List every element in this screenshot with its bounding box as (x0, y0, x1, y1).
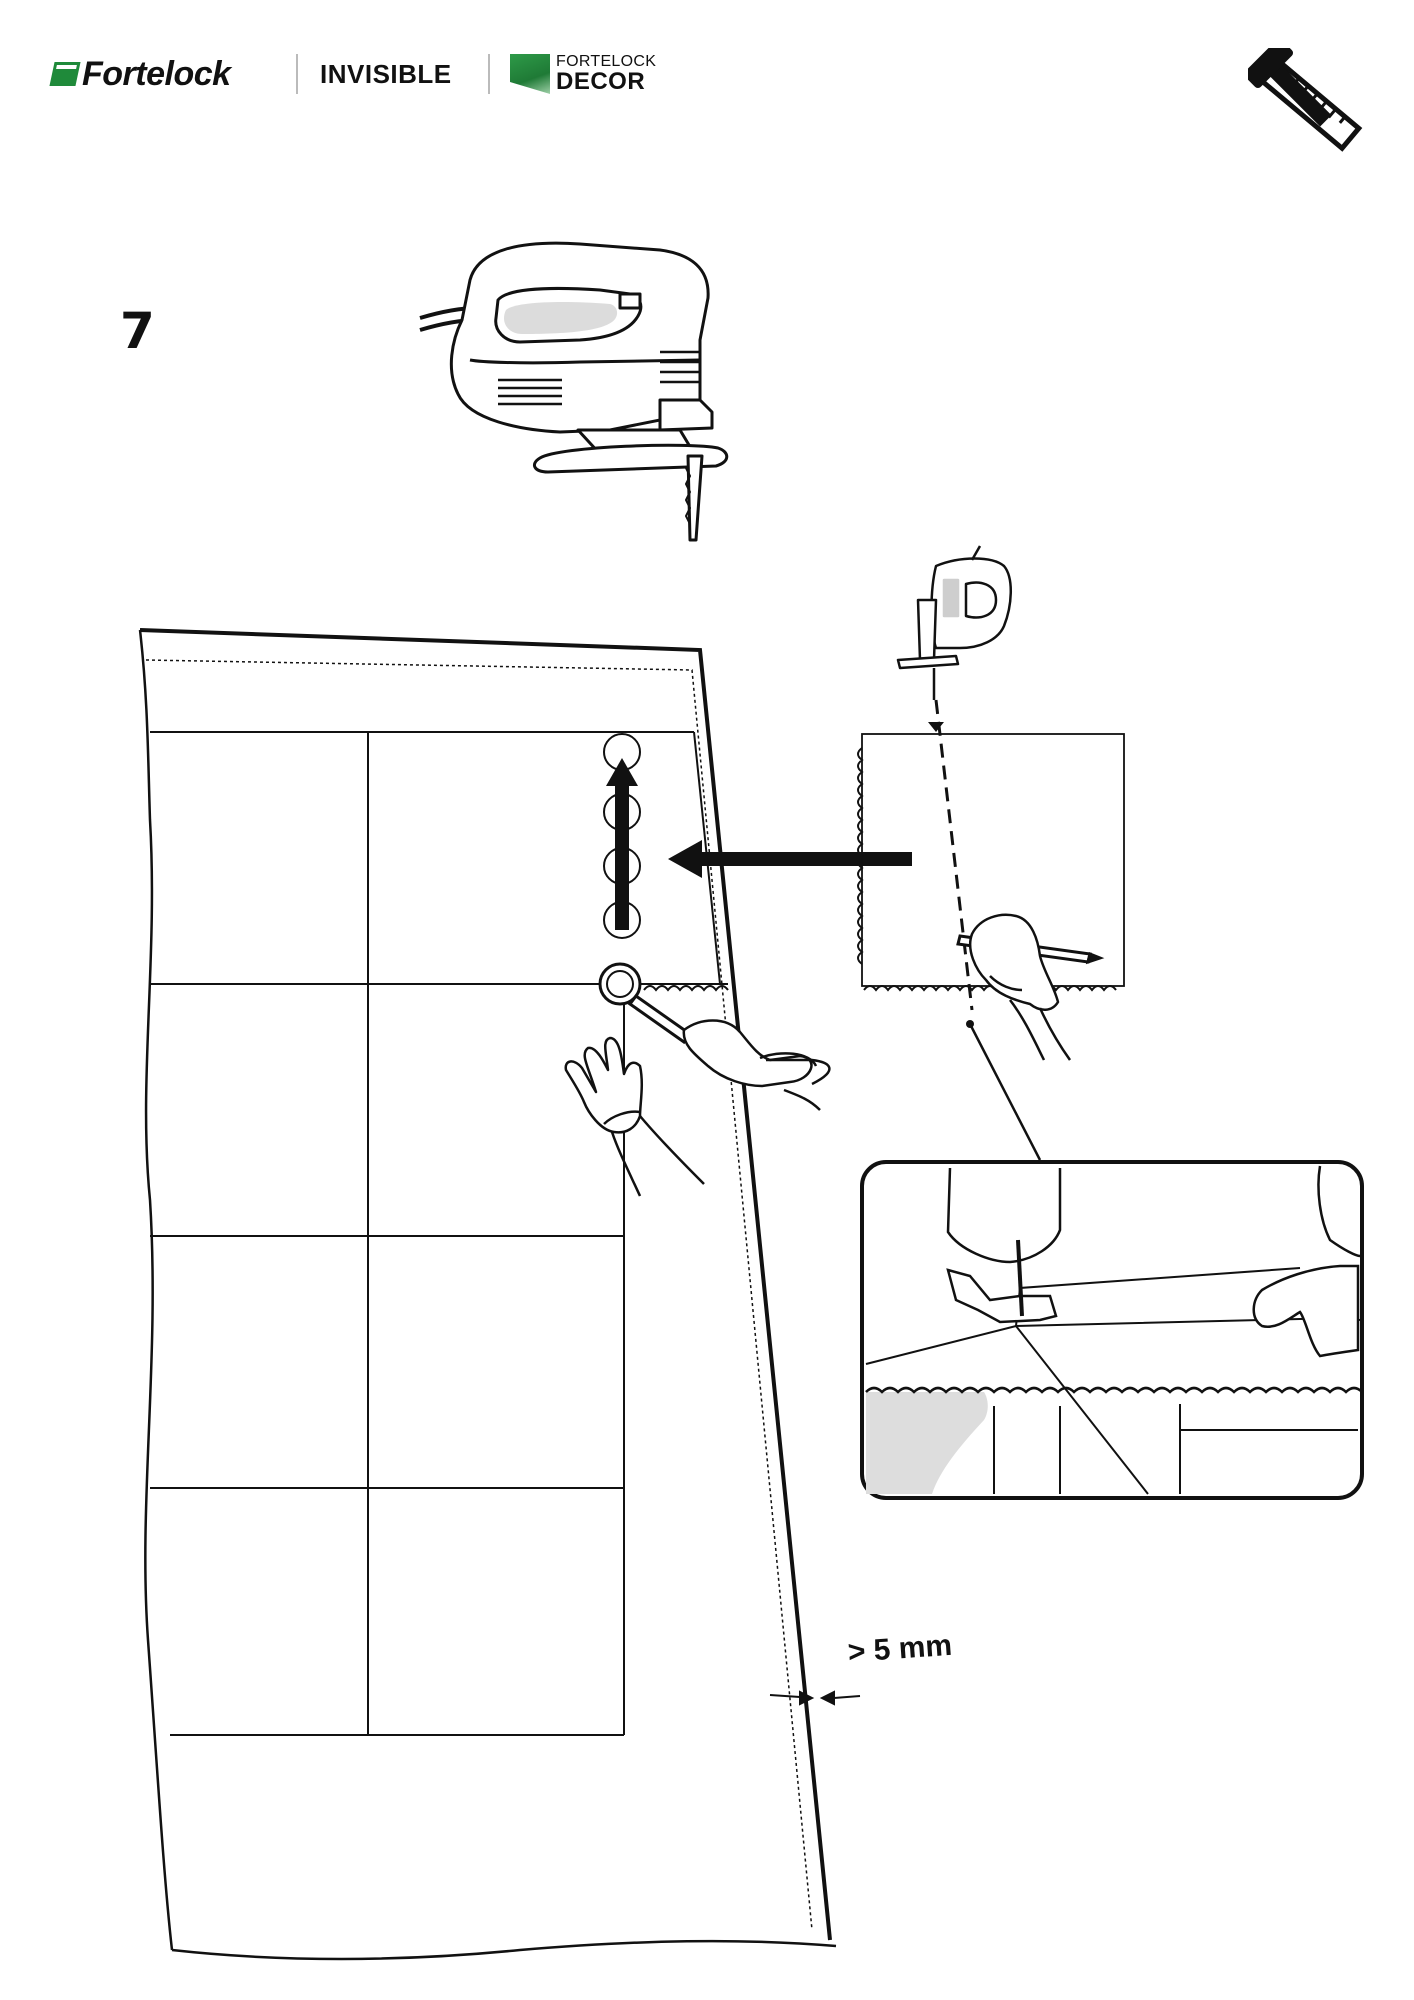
marker-tool (598, 962, 693, 1045)
invisible-logo: INVISIBLE (320, 52, 452, 96)
hand-icon (969, 913, 1072, 1061)
arrow-icon (606, 758, 638, 930)
logo-divider (296, 54, 298, 94)
expansion-gap-label: > 5 mm (846, 1628, 954, 1669)
decor-logo-bottom-text: DECOR (556, 68, 646, 95)
measure-marks (603, 733, 641, 939)
tools-icon (1248, 48, 1363, 152)
fortelock-decor-logo: FORTELOCK DECOR (510, 52, 656, 96)
step-number: 7 (120, 302, 155, 360)
hand-icon (682, 1019, 831, 1111)
logo-divider (488, 54, 490, 94)
jigsaw-icon (419, 241, 729, 542)
floor-area (138, 628, 837, 1961)
fortelock-logo-text: Fortelock (82, 54, 231, 93)
decor-logo-top-text: FORTELOCK (556, 53, 657, 70)
fortelock-logo: Fortelock (49, 52, 231, 96)
logo-bar: Fortelock INVISIBLE FORTELOCK DECOR (49, 52, 672, 96)
tile-grid (150, 731, 728, 1736)
arrow-icon (668, 840, 912, 878)
jigsaw-icon (896, 545, 1012, 700)
detail-callout (860, 1160, 1364, 1500)
invisible-logo-text: INVISIBLE (320, 58, 452, 89)
gap-dimension (769, 1690, 861, 1706)
hand-icon (564, 1036, 705, 1197)
